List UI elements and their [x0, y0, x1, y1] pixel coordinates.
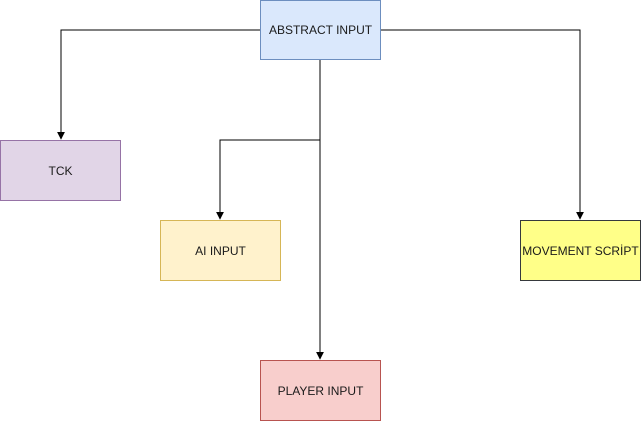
tck-node[interactable]: TCK — [0, 140, 121, 201]
movement-script-node[interactable]: MOVEMENT SCRİPT — [520, 220, 641, 281]
connector-abstract-to-ai-input — [216, 139, 320, 220]
connector-abstract-to-tck — [57, 29, 260, 140]
connector-abstract-to-movement-script — [381, 29, 584, 220]
player-input-node[interactable]: PLAYER INPUT — [260, 360, 381, 421]
abstract-input-node[interactable]: ABSTRACT INPUT — [260, 0, 381, 60]
ai-input-node[interactable]: AI INPUT — [160, 220, 281, 281]
